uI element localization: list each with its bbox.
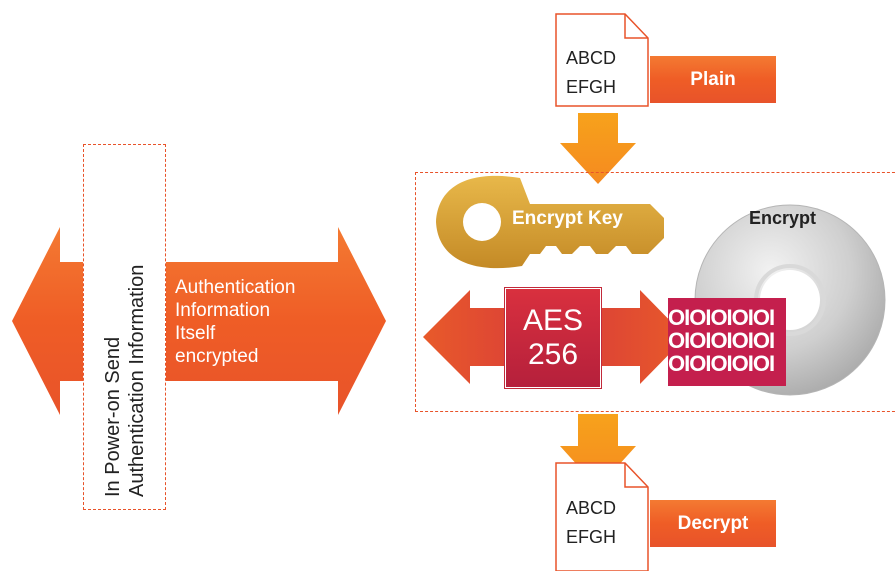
encrypt-label: Encrypt — [749, 208, 817, 228]
auth-line: Information — [175, 300, 271, 321]
power-on-box: In Power-on Send Authentication Informat… — [83, 144, 166, 510]
doc-line: EFGH — [566, 527, 617, 547]
power-on-line: Authentication Information — [125, 264, 148, 497]
aes-line: 256 — [527, 338, 579, 371]
document-icon — [555, 13, 649, 107]
power-on-line: In Power-on Send — [101, 336, 124, 497]
decrypted-document-text: ABCD EFGH — [566, 494, 616, 552]
auth-line: encrypted — [175, 346, 259, 367]
aes-line: AES — [522, 304, 584, 337]
down-arrow-icon — [560, 113, 636, 184]
key-icon — [436, 175, 664, 269]
decrypt-tag: Decrypt — [677, 512, 749, 534]
binary-line: OIOIOIOIOI — [668, 305, 775, 330]
doc-line: ABCD — [566, 48, 617, 68]
binary-data-box: OIOIOIOIOI OIOIOIOIOI OIOIOIOIOI — [668, 298, 786, 386]
decrypt-tag-bg — [650, 500, 776, 547]
plain-tag-bg — [650, 56, 776, 103]
auth-line: Authentication — [175, 277, 296, 298]
binary-line: OIOIOIOIOI — [668, 351, 775, 376]
power-on-text: In Power-on Send Authentication Informat… — [101, 147, 149, 507]
auth-arrow-text: Authentication Information Itself encryp… — [175, 276, 295, 368]
binary-line: OIOIOIOIOI — [668, 328, 775, 353]
down-arrow-icon — [560, 414, 636, 488]
doc-line: ABCD — [566, 498, 617, 518]
plain-document-text: ABCD EFGH — [566, 44, 616, 102]
aes-256-box: AES 256 — [505, 288, 601, 388]
encryption-region — [415, 172, 896, 412]
doc-line: EFGH — [566, 77, 617, 97]
plain-tag: Plain — [690, 68, 736, 90]
document-icon — [555, 462, 649, 571]
auth-line: Itself — [175, 323, 216, 344]
encrypt-key-label: Encrypt Key — [512, 208, 623, 229]
